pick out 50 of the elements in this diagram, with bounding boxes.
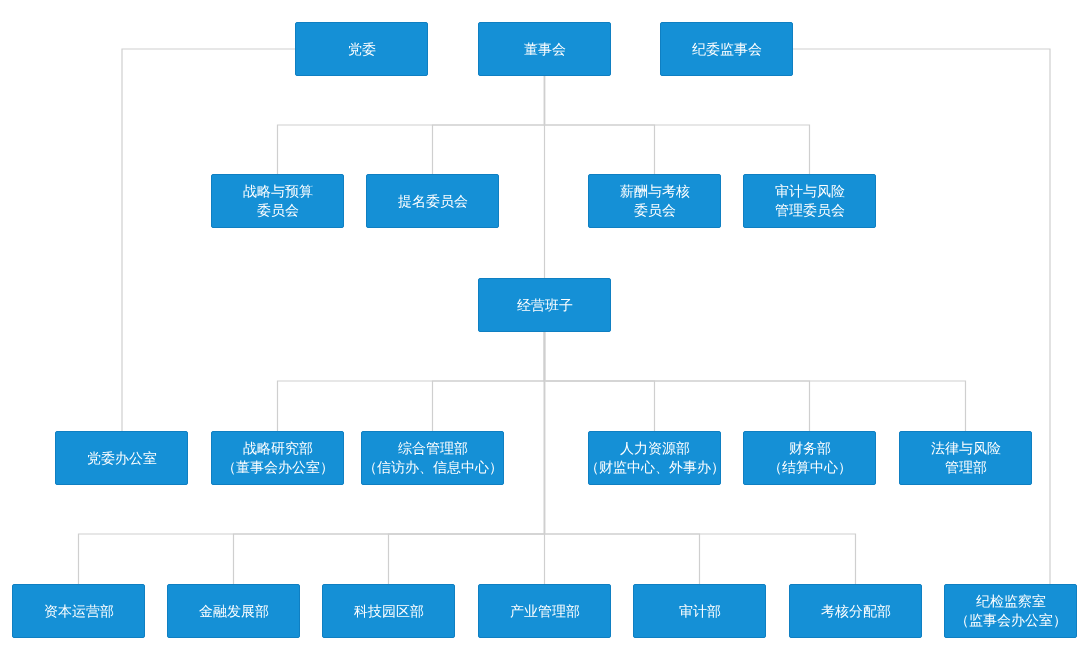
org-box [899, 431, 1032, 485]
unit-name: 纪委监事会 [691, 39, 762, 59]
unit-name: 考核分配部 [820, 601, 891, 621]
org-box [743, 174, 876, 228]
org-box [588, 174, 721, 228]
org-box [633, 584, 766, 638]
unit-name: 经营班子 [516, 295, 573, 315]
unit-note: （监事会办公室） [954, 611, 1067, 630]
unit-name: 党委办公室 [86, 448, 157, 468]
connector-line [121, 48, 296, 432]
connector-line [543, 75, 546, 279]
org-box [478, 278, 611, 332]
unit-name: 审计部 [678, 601, 721, 621]
org-box [588, 431, 721, 485]
org-box [944, 584, 1077, 638]
org-box [295, 22, 428, 76]
unit-name: 资本运营部 [43, 601, 114, 621]
org-box [478, 584, 611, 638]
org-box [743, 431, 876, 485]
unit-name: 法律与风险管理部 [929, 439, 1002, 477]
unit-name: 金融发展部 [198, 601, 269, 621]
org-box [366, 174, 499, 228]
connector-line [792, 48, 1051, 585]
unit-name: 薪酬与考核委员会 [618, 182, 691, 220]
unit-note: （财监中心、外事办） [584, 458, 725, 477]
unit-name: 董事会 [523, 39, 566, 59]
org-box [789, 584, 922, 638]
unit-note: （信访办、信息中心） [362, 458, 503, 477]
unit-note: （董事会办公室） [221, 458, 334, 477]
org-box [660, 22, 793, 76]
unit-name: 战略研究部 [242, 439, 313, 458]
unit-name: 纪检监察室 [975, 592, 1046, 611]
org-box [211, 174, 344, 228]
org-box [322, 584, 455, 638]
org-box [12, 584, 145, 638]
unit-name: 综合管理部 [397, 439, 468, 458]
org-box [167, 584, 300, 638]
org-box [361, 431, 504, 485]
org-box [478, 22, 611, 76]
unit-name: 提名委员会 [397, 191, 468, 211]
unit-note: （结算中心） [767, 458, 852, 477]
unit-name: 审计与风险管理委员会 [773, 182, 846, 220]
org-box [55, 431, 188, 485]
unit-name: 产业管理部 [509, 601, 580, 621]
unit-name: 人力资源部 [619, 439, 690, 458]
unit-name: 科技园区部 [353, 601, 424, 621]
unit-name: 党委 [347, 39, 376, 59]
unit-name: 战略与预算委员会 [241, 182, 314, 220]
unit-name: 财务部 [788, 439, 831, 458]
org-box [211, 431, 344, 485]
